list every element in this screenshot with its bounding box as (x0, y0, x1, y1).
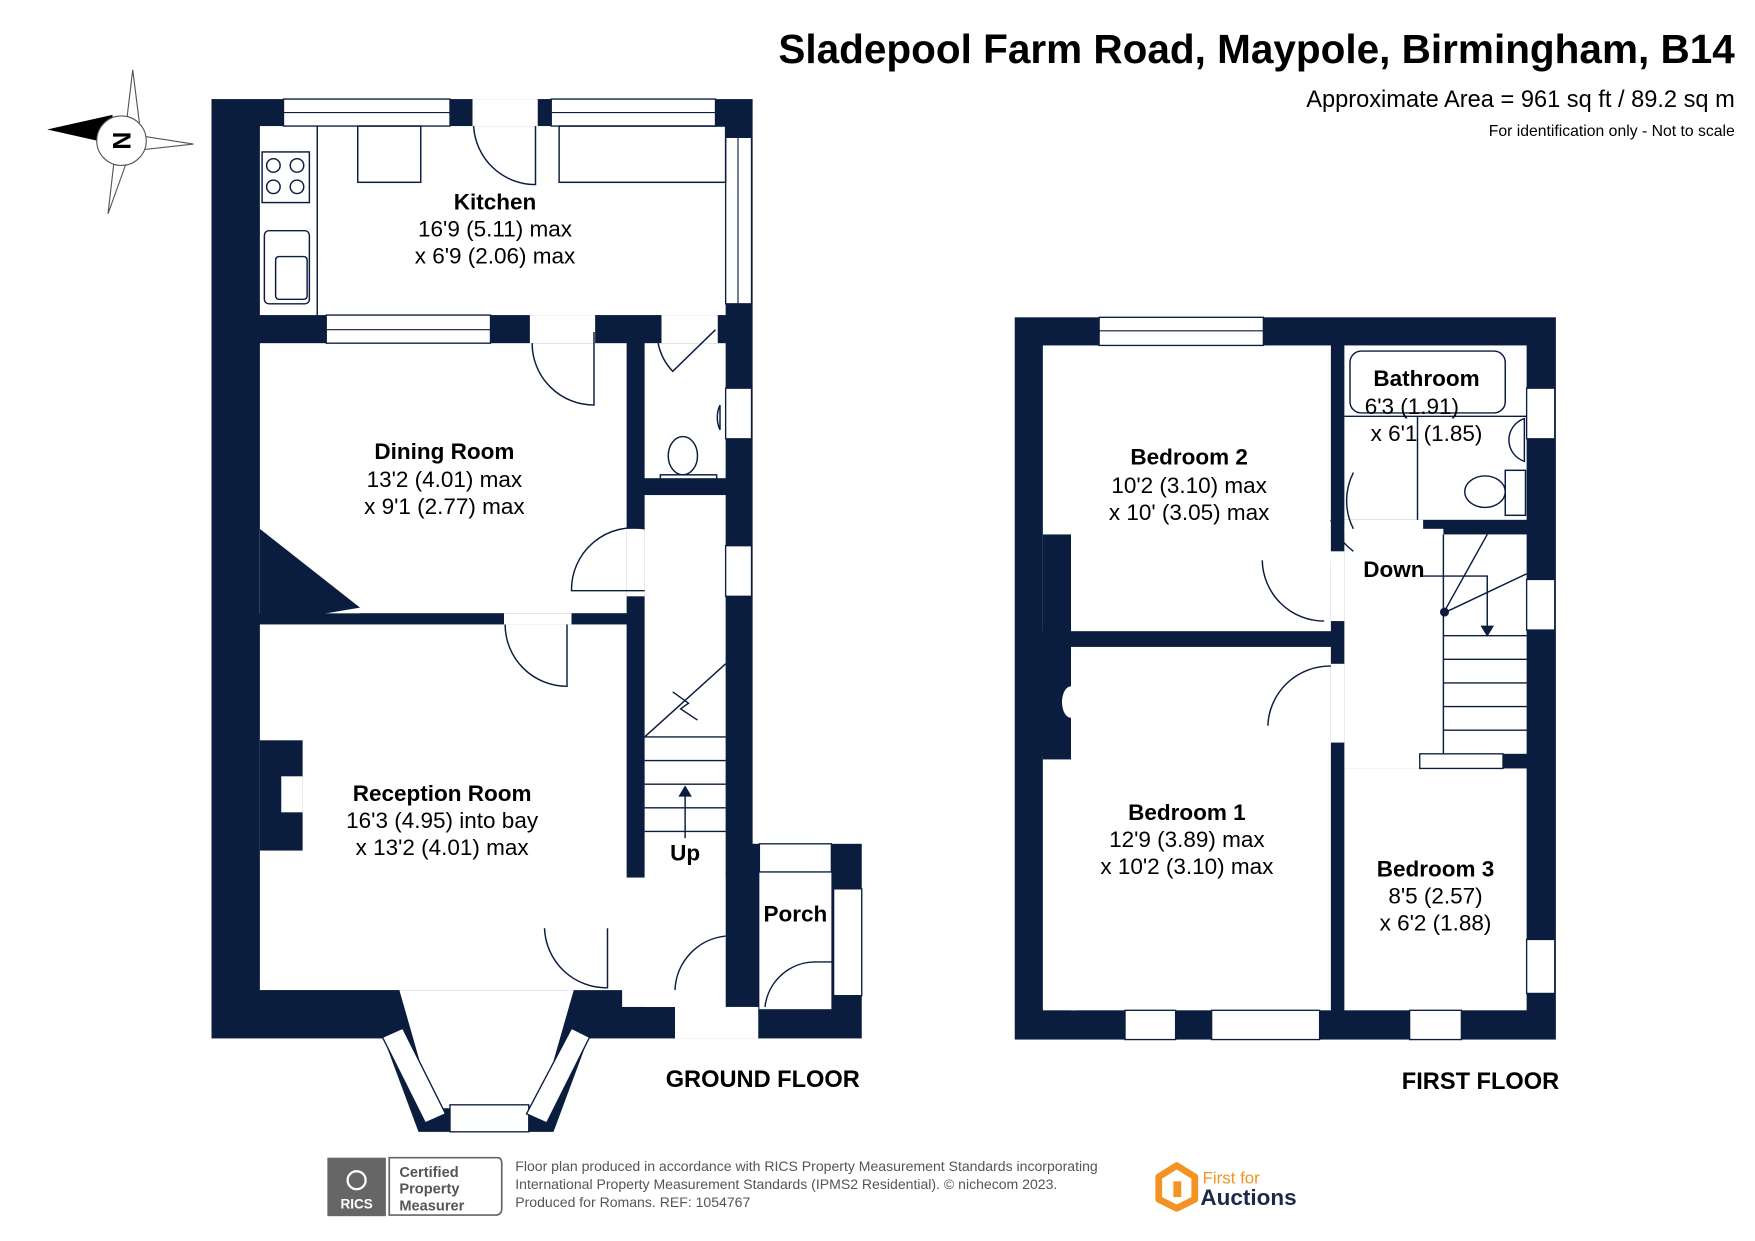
dining-room-dimension-2: x 9'1 (2.77) max (364, 494, 525, 519)
stairs-down-label: Down (1363, 557, 1424, 582)
compass-icon: N (47, 69, 194, 215)
first-floor-plan: Bathroom 6'3 (1.91) x 6'1 (1.85) Bedroom… (1014, 316, 1556, 1041)
bedroom-3-dimension-1: 8'5 (2.57) (1388, 883, 1482, 908)
brand-logo-line-1: First for (1203, 1169, 1261, 1188)
bedroom-3-dimension-2: x 6'2 (1.88) (1380, 910, 1492, 935)
footer-text-line-1: Floor plan produced in accordance with R… (515, 1158, 1097, 1174)
first-for-auctions-logo: First for Auctions (1155, 1162, 1297, 1212)
bathroom-dimension-1: 6'3 (1.91) (1365, 394, 1459, 419)
bedroom-1-dimension-1: 12'9 (3.89) max (1109, 827, 1265, 852)
first-floor-stairs (1423, 534, 1527, 754)
bedroom-1-dimension-2: x 10'2 (3.10) max (1100, 854, 1274, 879)
rics-badge-line-3: Measurer (399, 1199, 464, 1215)
dining-room-dimension-1: 13'2 (4.01) max (367, 467, 523, 492)
compass-north-label: N (110, 132, 137, 150)
bathroom-label: Bathroom (1373, 366, 1479, 391)
stairs-down-arrow-icon (1480, 625, 1494, 637)
rics-badge-line-2: Property (399, 1182, 460, 1198)
scale-disclaimer: For identification only - Not to scale (1489, 123, 1735, 140)
rics-badge-line-1: Certified (399, 1165, 458, 1181)
stairs-up-label: Up (670, 841, 700, 866)
footer-text-line-2: International Property Measurement Stand… (515, 1176, 1057, 1192)
bedroom-3-label: Bedroom 3 (1377, 856, 1495, 881)
bathroom-dimension-2: x 6'1 (1.85) (1371, 421, 1483, 446)
brand-logo-line-2: Auctions (1200, 1185, 1296, 1210)
bedroom-2-label: Bedroom 2 (1130, 445, 1248, 470)
reception-room-dimension-2: x 13'2 (4.01) max (356, 835, 530, 860)
kitchen-dimension-1: 16'9 (5.11) max (418, 216, 573, 241)
bedroom-2-dimension-1: 10'2 (3.10) max (1111, 473, 1267, 498)
dining-room-label: Dining Room (374, 439, 514, 464)
reception-room-dimension-1: 16'3 (4.95) into bay (346, 808, 539, 833)
rics-logo-text: RICS (340, 1196, 372, 1211)
bedroom-2-dimension-2: x 10' (3.05) max (1109, 500, 1270, 525)
first-floor-label: FIRST FLOOR (1402, 1069, 1559, 1095)
reception-room-label: Reception Room (353, 781, 532, 806)
rics-badge: RICS Certified Property Measurer (327, 1156, 503, 1217)
approximate-area: Approximate Area = 961 sq ft / 89.2 sq m (1306, 87, 1735, 113)
porch-label: Porch (763, 901, 827, 926)
footer-text-line-3: Produced for Romans. REF: 1054767 (515, 1194, 750, 1210)
property-title: Sladepool Farm Road, Maypole, Birmingham… (778, 26, 1735, 72)
kitchen-dimension-2: x 6'9 (2.06) max (415, 243, 576, 268)
stairs-up-arrow-icon (678, 785, 692, 797)
kitchen-label: Kitchen (454, 189, 537, 214)
ground-floor-plan: Kitchen 16'9 (5.11) max x 6'9 (2.06) max… (211, 98, 863, 1133)
ground-floor-label: GROUND FLOOR (666, 1067, 860, 1093)
ground-floor-stairs (644, 663, 727, 839)
bedroom-1-label: Bedroom 1 (1128, 800, 1246, 825)
